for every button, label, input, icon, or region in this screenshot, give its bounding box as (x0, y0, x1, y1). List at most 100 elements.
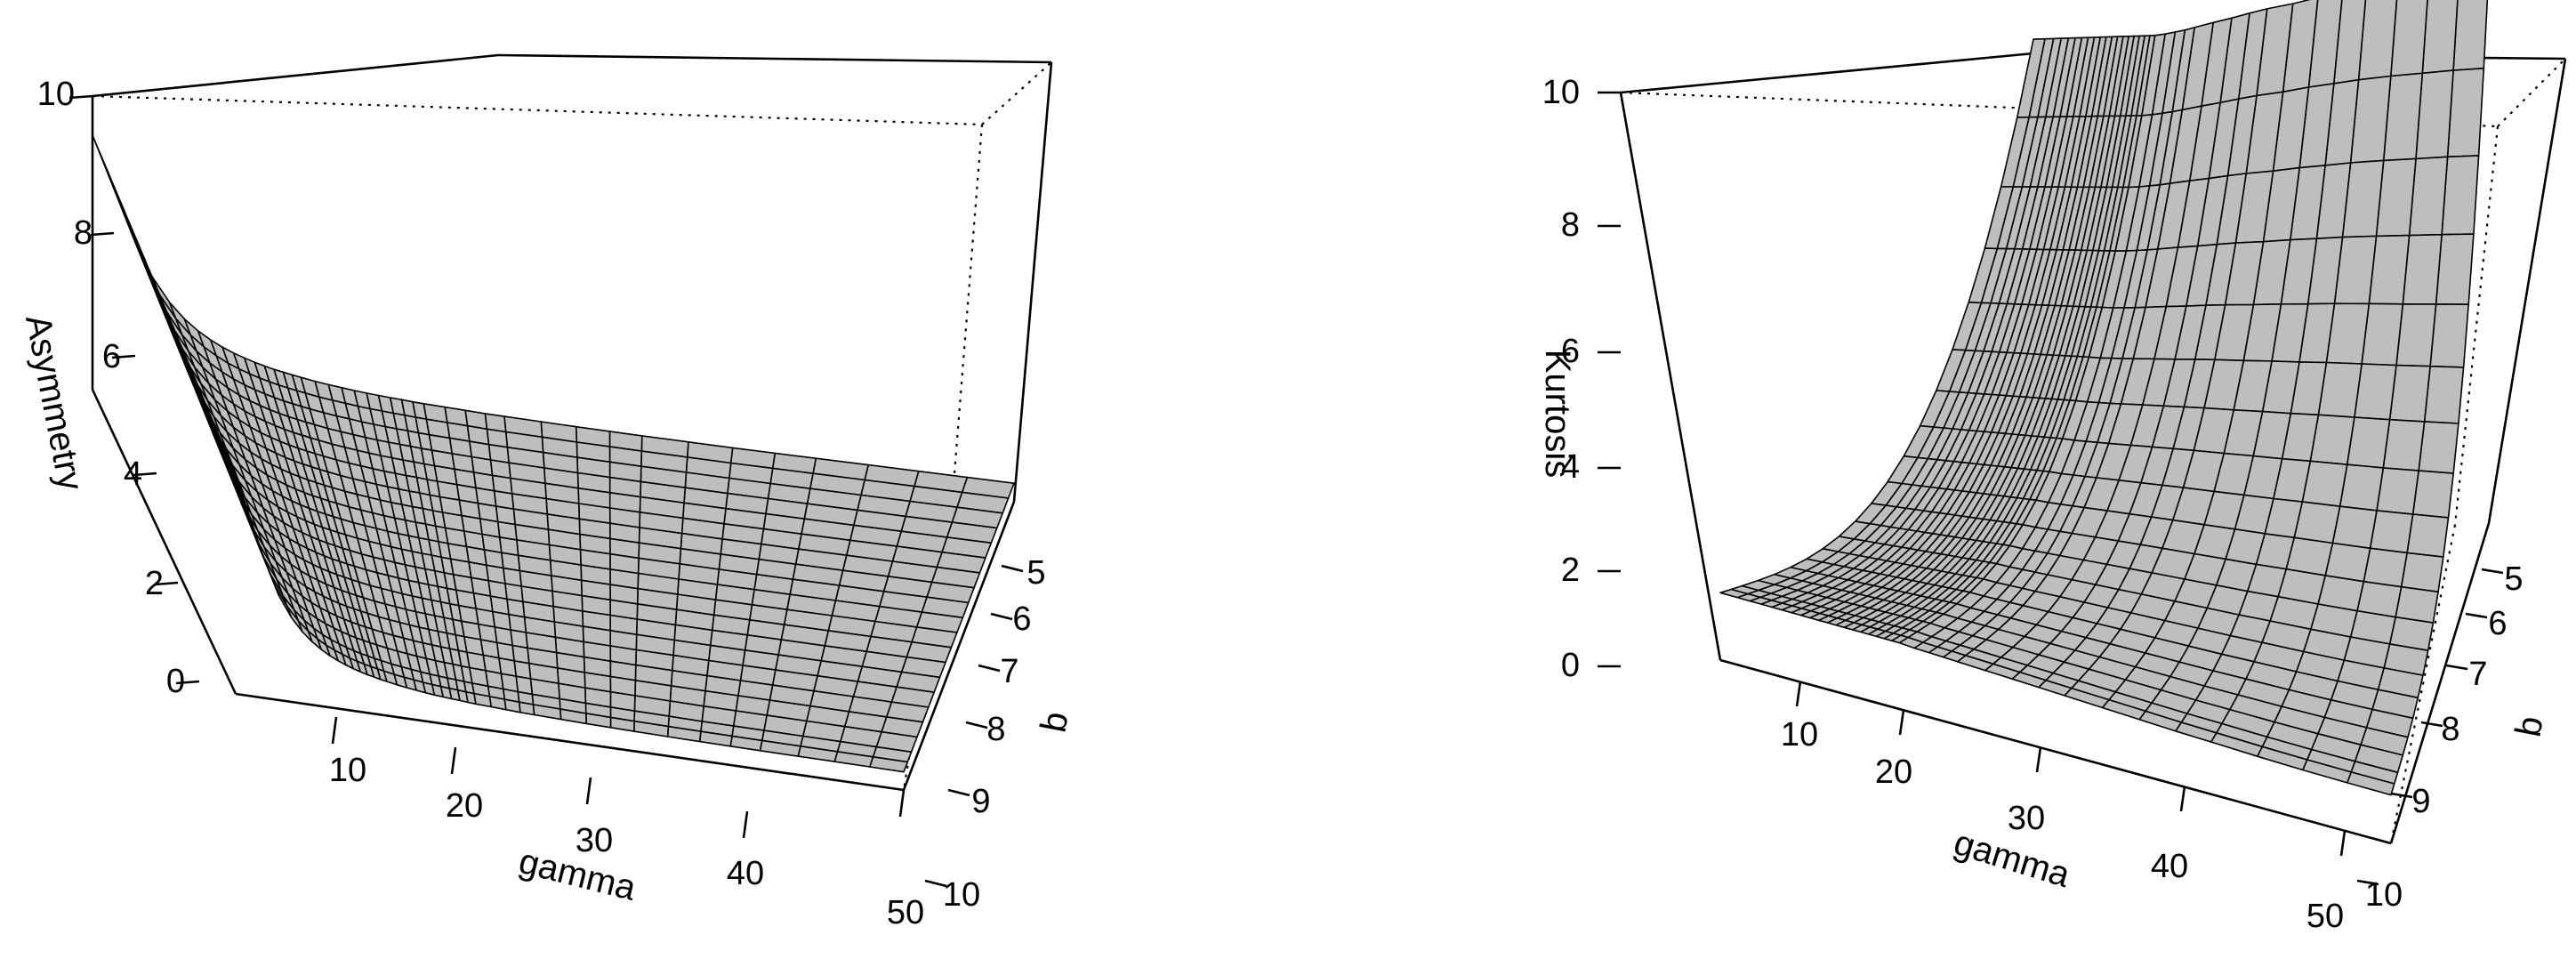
box-hidden-edge (92, 94, 983, 126)
x-tick-label: 40 (727, 855, 764, 892)
y-tick-label: 8 (986, 711, 1005, 748)
z-tick-label: 8 (1561, 206, 1580, 244)
z-tick-label: 10 (1542, 74, 1580, 111)
surface-facet (2418, 421, 2459, 474)
y-tick-label: 7 (1000, 653, 1018, 690)
z-axis: 10 8 6 4 2 0 Kurtosis (1538, 74, 1621, 684)
z-tick-mark (154, 581, 179, 586)
x-tick-label: 50 (2306, 898, 2344, 935)
box-hidden-edge (2389, 524, 2457, 844)
surface-facet (518, 701, 535, 716)
y-tick-mark (924, 879, 947, 888)
kurtosis-surface (1719, 0, 2489, 796)
z-tick-label: 0 (166, 663, 185, 700)
surface-facet (2376, 467, 2419, 515)
y-tick-mark (2445, 664, 2468, 671)
y-tick-label: 7 (2468, 656, 2487, 693)
x-tick-mark (1898, 709, 1905, 736)
x-tick-mark (898, 789, 906, 818)
asymmetry-surface (92, 134, 1015, 773)
x-tick-mark (585, 777, 592, 805)
surface-facet (2421, 0, 2459, 75)
asymmetry-surface-plot: 10 8 6 4 2 0 Asymmetry 10 20 30 40 50 ga… (18, 53, 1080, 931)
box-edge (1719, 658, 2392, 845)
x-tick-label: 10 (329, 752, 366, 789)
x-tick-mark (2339, 830, 2347, 857)
z-tick-mark (133, 471, 157, 477)
z-tick-label: 6 (1561, 333, 1580, 370)
kurtosis-surface-plot: 10 8 6 4 2 0 Kurtosis 10 20 30 40 50 gam… (1538, 0, 2567, 935)
z-axis-label: Kurtosis (1538, 350, 1577, 479)
surface-facet (2411, 470, 2454, 519)
y-tick-label: 9 (2411, 783, 2430, 820)
z-tick-label: 0 (1561, 647, 1580, 684)
x-tick-label: 20 (1875, 754, 1912, 791)
box-front-edges (1719, 522, 2491, 845)
y-tick-mark (1001, 564, 1024, 573)
surface-facet (2406, 513, 2450, 558)
x-tick-label: 30 (576, 822, 613, 859)
box-edge (497, 53, 1052, 64)
x-tick-marks (331, 716, 906, 839)
z-tick-mark (90, 231, 115, 237)
x-tick-label: 10 (1781, 716, 1818, 754)
y-tick-mark (2481, 568, 2504, 575)
x-tick-mark (1795, 681, 1802, 707)
x-tick-marks (1795, 681, 2347, 857)
y-tick-label: 5 (1026, 554, 1045, 592)
box-edge (235, 692, 905, 792)
z-axis: 10 8 6 4 2 0 Asymmetry (18, 76, 200, 700)
y-tick-label: 6 (2488, 605, 2507, 642)
surface-facet (2429, 303, 2469, 368)
x-tick-label: 40 (2151, 848, 2188, 885)
z-tick-label: 2 (1561, 552, 1580, 589)
box-edge (902, 501, 1016, 791)
z-axis-label: Asymmetry (18, 311, 90, 494)
x-tick-mark (331, 716, 338, 745)
z-tick-label: 8 (74, 214, 93, 252)
y-tick-label: 10 (2365, 876, 2403, 914)
box-edge (1012, 61, 1053, 503)
z-tick-label: 4 (1561, 448, 1580, 486)
y-tick-mark (947, 788, 970, 797)
box-edge (91, 389, 237, 695)
box-back-edges (91, 53, 1053, 503)
y-tick-mark (965, 721, 988, 729)
z-tick-marks (1598, 91, 1621, 668)
y-tick-marks (2356, 568, 2504, 886)
z-tick-marks (68, 94, 200, 685)
surface-facet (2400, 552, 2444, 593)
box-front-edges (91, 389, 1016, 792)
y-tick-mark (2420, 721, 2443, 728)
z-tick-mark (68, 94, 93, 100)
y-tick-label: 10 (943, 876, 980, 914)
x-tick-label: 20 (446, 787, 483, 825)
surface-facet (2423, 365, 2465, 424)
x-tick-mark (2035, 746, 2042, 773)
box-edge (2487, 58, 2567, 524)
y-tick-mark (2390, 792, 2413, 799)
surface-facet (1719, 588, 1749, 599)
y-tick-mark (990, 612, 1013, 621)
box-edge (1620, 52, 2034, 94)
y-tick-mark (978, 664, 1001, 673)
y-tick-mark (2465, 612, 2488, 619)
box-hidden-edges (92, 61, 1052, 791)
x-tick-label: 30 (2008, 800, 2045, 837)
x-tick-mark (742, 810, 749, 839)
box-edge (1619, 92, 1722, 661)
surface-facet (488, 696, 507, 711)
z-tick-label: 2 (145, 565, 164, 602)
z-tick-label: 10 (37, 76, 75, 113)
y-tick-mark (2356, 879, 2379, 886)
box-hidden-edge (981, 61, 1052, 125)
z-tick-label: 4 (124, 455, 142, 493)
box-hidden-edge (952, 124, 984, 486)
y-tick-label: 9 (971, 783, 990, 820)
y-tick-label: 8 (2441, 711, 2459, 748)
x-tick-mark (450, 746, 457, 775)
y-axis: 5 6 7 8 9 10 q (924, 554, 1080, 914)
z-tick-mark (111, 354, 136, 359)
surface-facet (2452, 0, 2489, 71)
